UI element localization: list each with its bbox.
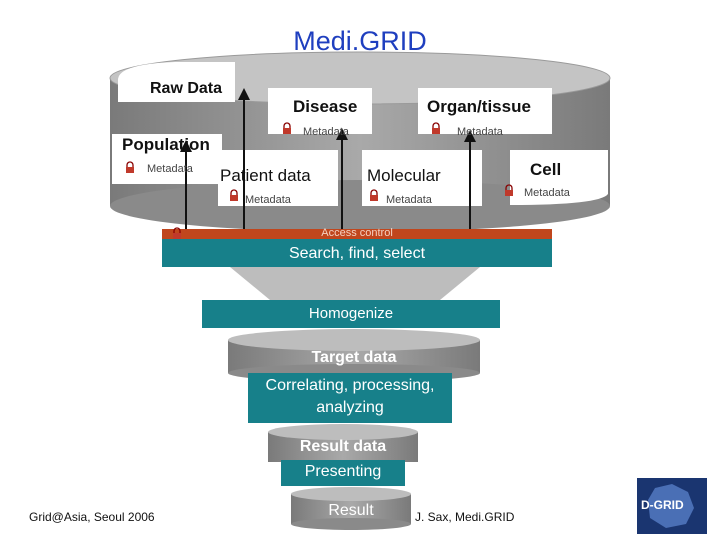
arrow-head-population: [180, 140, 192, 152]
d-grid-logo: [637, 478, 707, 534]
result-data-label: Result data: [299, 438, 387, 455]
source-population-label: Population: [122, 135, 210, 154]
correlating-label-line2: analyzing: [316, 399, 384, 416]
presenting-label: Presenting: [304, 463, 382, 480]
result-label: Result: [328, 502, 374, 519]
source-disease-label: Disease: [293, 97, 358, 116]
result-data-drum: [268, 424, 418, 462]
source-cell-metadata: Metadata: [524, 187, 570, 199]
homogenize-label: Homogenize: [308, 305, 394, 322]
raw-data-drum: [109, 51, 611, 232]
raw-data-label: Raw Data: [150, 80, 223, 97]
source-molecular-metadata: Metadata: [386, 194, 432, 206]
access-control-bar: [162, 229, 552, 239]
data-flow-arrows: [185, 98, 471, 229]
correlating-label-line1: Correlating, processing,: [265, 377, 435, 394]
arrow-head-raw: [238, 88, 250, 100]
search-bar: [162, 239, 552, 267]
access-control-label: Access control: [321, 227, 393, 239]
arrow-head-organ: [464, 130, 476, 142]
source-population-metadata: Metadata: [147, 163, 193, 175]
footer-right: J. Sax, Medi.GRID: [415, 510, 515, 524]
source-organ-label: Organ/tissue: [427, 97, 531, 116]
search-label: Search, find, select: [288, 245, 426, 262]
presenting-bar: [281, 460, 405, 486]
source-molecular-label: Molecular: [367, 166, 441, 185]
page-title: Medi.GRID: [293, 26, 427, 56]
source-disease-metadata: Metadata: [303, 126, 349, 138]
source-organ-metadata: Metadata: [457, 126, 503, 138]
arrow-head-disease: [336, 128, 348, 140]
result-drum: [291, 487, 411, 530]
lock-icons: [126, 122, 513, 239]
funnel-shape: [230, 267, 480, 300]
source-patient-metadata: Metadata: [245, 194, 291, 206]
d-grid-logo-text: D-GRID: [641, 498, 684, 512]
source-cell-label: Cell: [530, 160, 562, 179]
homogenize-bar: [202, 300, 500, 328]
source-patient-label: Patient data: [220, 166, 311, 185]
target-data-label: Target data: [311, 349, 397, 366]
footer-left: Grid@Asia, Seoul 2006: [29, 510, 155, 524]
correlating-box: [248, 373, 452, 423]
